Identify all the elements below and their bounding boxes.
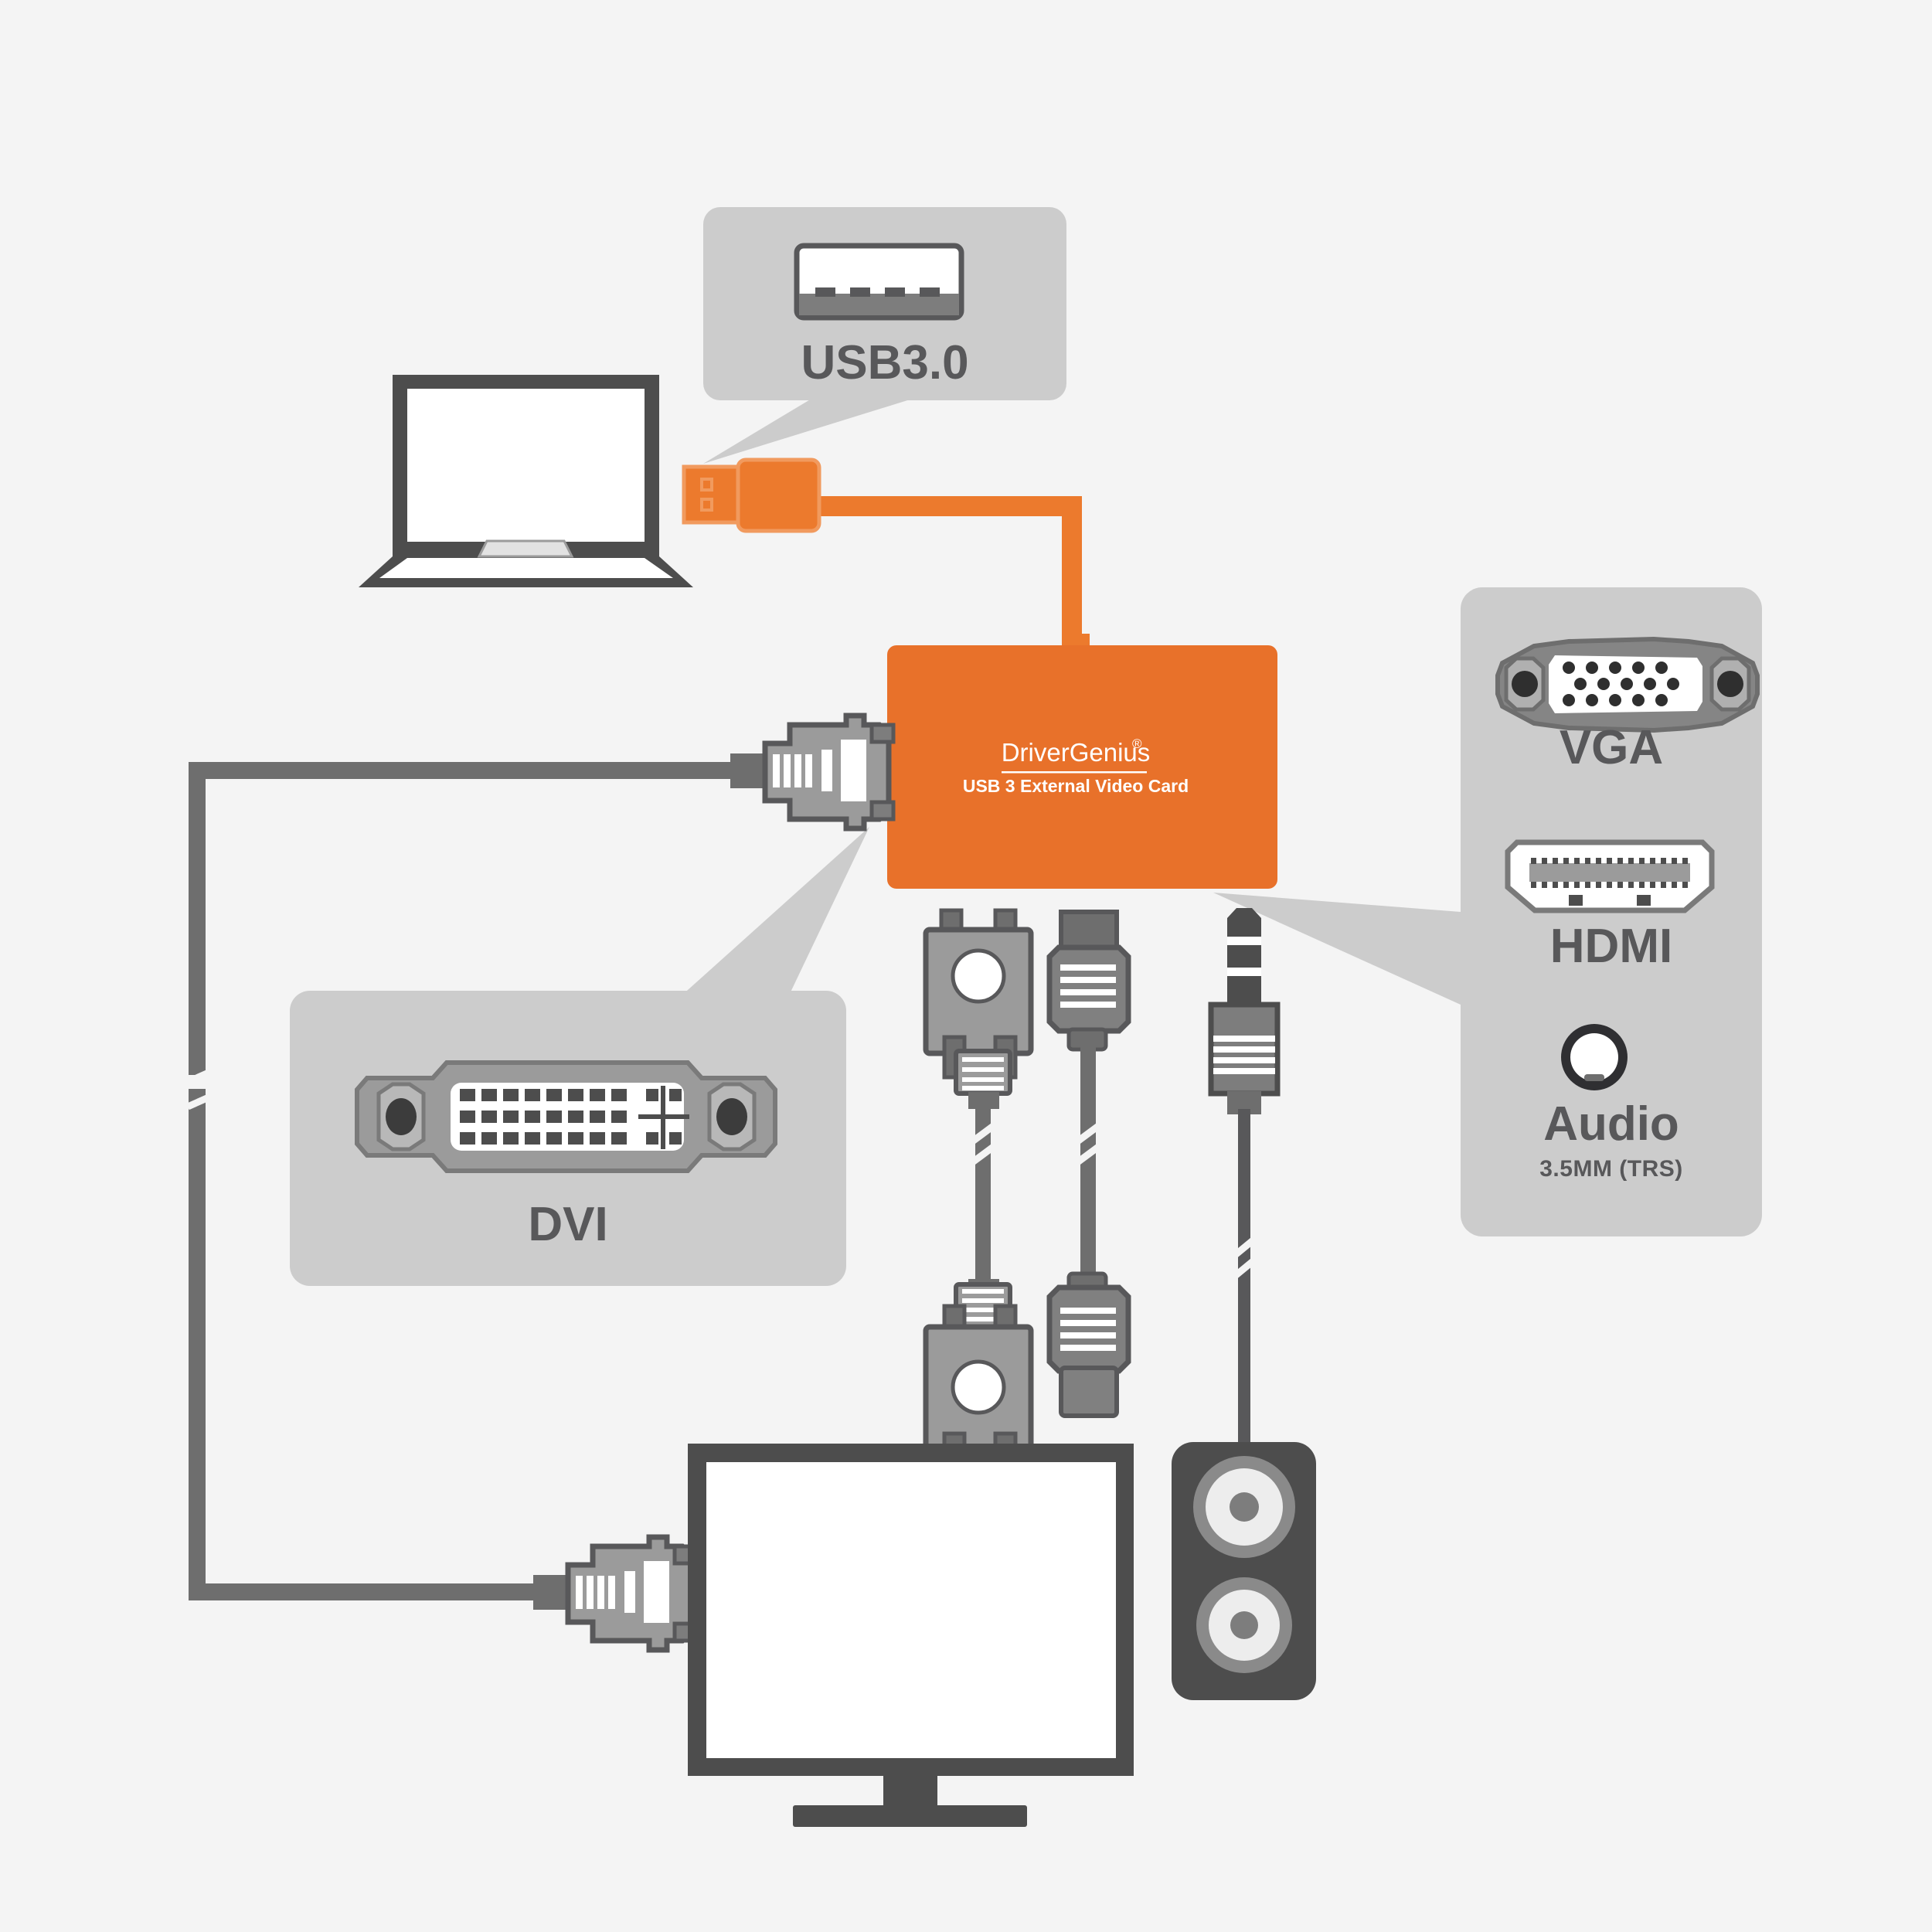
audio-jack-port-icon — [1561, 1024, 1628, 1090]
vga-port-icon — [1495, 636, 1760, 733]
device-brand-rule — [1002, 771, 1147, 774]
audio-plug-35mm — [1208, 908, 1281, 1114]
video-cable-hdmi — [1046, 910, 1131, 1418]
usb3-callout-pointer — [703, 394, 927, 464]
speaker-illustration — [1172, 1442, 1316, 1700]
dvi-port-icon — [355, 1060, 777, 1173]
audio-cable — [1208, 908, 1281, 1445]
hdmi-port-icon — [1505, 839, 1715, 913]
vga-plug-upper — [923, 908, 1034, 1109]
hdmi-plug-upper — [1046, 910, 1131, 1052]
dvi-cable — [186, 762, 739, 1600]
hdmi-plug-lower — [1046, 1271, 1131, 1418]
usb-a-port-icon — [794, 243, 964, 321]
device-brand-trademark: ® — [1132, 736, 1142, 751]
laptop-illustration — [359, 375, 693, 587]
usb-plug — [682, 457, 821, 533]
dvi-callout-label: DVI — [528, 1198, 607, 1251]
callout-ports[interactable]: VGA — [1461, 587, 1762, 1236]
laptop-trackpad — [477, 539, 574, 558]
audio-port-label: Audio — [1543, 1097, 1679, 1151]
usb-3-external-video-card[interactable]: DriverGenius ® USB 3 External Video Card — [887, 645, 1277, 889]
ports-callout-pointer — [1213, 893, 1461, 1005]
audio-port-sublabel: 3.5MM (TRS) — [1539, 1156, 1683, 1182]
dvi-callout-pointer — [680, 827, 869, 997]
usb3-callout-label: USB3.0 — [801, 336, 968, 389]
vga-port-label: VGA — [1560, 721, 1663, 774]
device-brand-name: DriverGenius — [1002, 738, 1151, 767]
monitor-illustration — [688, 1444, 1134, 1827]
hdmi-port-label: HDMI — [1550, 920, 1672, 973]
device-subtitle: USB 3 External Video Card — [963, 776, 1189, 796]
callout-usb3[interactable]: USB3.0 — [703, 207, 1066, 400]
callout-pointers — [680, 394, 1461, 1005]
device-body — [887, 645, 1277, 889]
device-left-dvi-connector — [730, 713, 896, 832]
callout-dvi[interactable]: DVI — [290, 991, 846, 1286]
